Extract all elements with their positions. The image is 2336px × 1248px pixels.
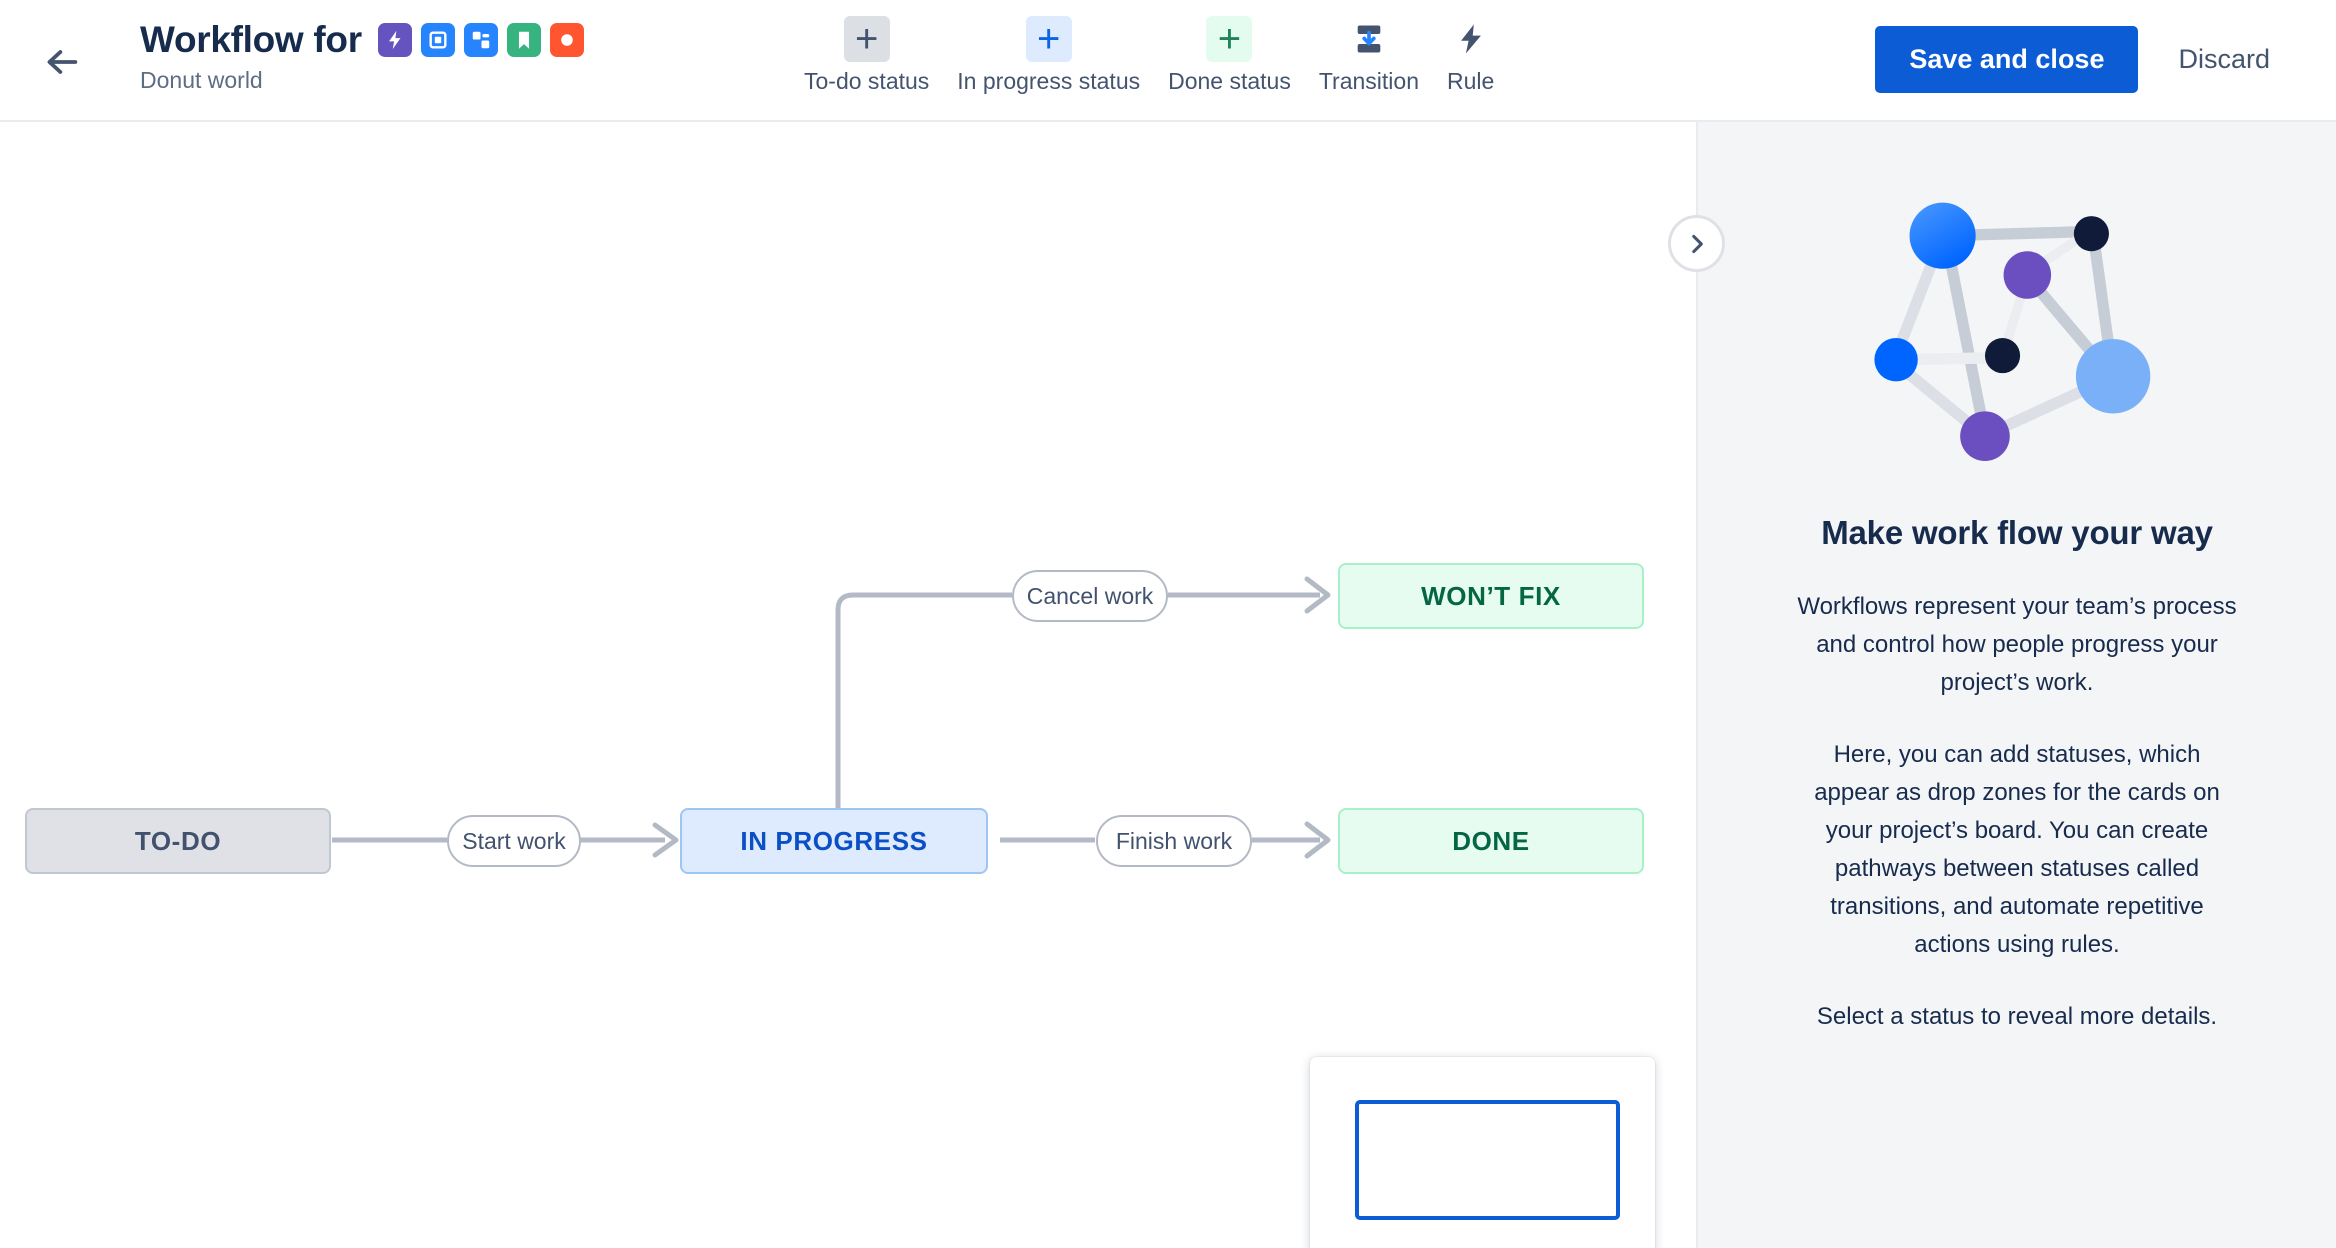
canvas-minimap[interactable] xyxy=(1310,1057,1655,1248)
tool-label: Done status xyxy=(1168,68,1291,94)
lightning-bolt-icon xyxy=(388,30,401,50)
transition-pill-cancel-work[interactable]: Cancel work xyxy=(1012,570,1168,622)
header-actions: Save and close Discard xyxy=(1875,26,2292,93)
tool-label: Transition xyxy=(1318,68,1419,94)
transition-pill-start-work[interactable]: Start work xyxy=(447,815,581,867)
discard-button[interactable]: Discard xyxy=(2156,26,2292,93)
issue-type-badges xyxy=(377,23,584,57)
plus-icon: + xyxy=(1206,16,1253,62)
chevron-right-icon xyxy=(1691,234,1703,253)
tool-rule[interactable]: Rule xyxy=(1433,10,1508,101)
plus-icon: + xyxy=(843,16,890,62)
circle-icon xyxy=(561,34,573,46)
transition-pill-finish-work[interactable]: Finish work xyxy=(1096,815,1252,867)
tool-transition[interactable]: Transition xyxy=(1305,10,1433,101)
panel-paragraph-3: Select a status to reveal more details. xyxy=(1816,1003,2218,1030)
panel-collapse-button[interactable] xyxy=(1668,215,1725,272)
square-outline-icon xyxy=(429,31,447,49)
status-node-done[interactable]: DONE xyxy=(1338,808,1644,874)
back-button[interactable] xyxy=(38,38,86,86)
transition-icon xyxy=(1346,16,1392,62)
panel-paragraph-2: Here, you can add statuses, which appear… xyxy=(1814,741,2220,958)
bug-badge xyxy=(506,23,541,57)
subtask-icon xyxy=(472,31,490,49)
story-badge xyxy=(420,23,455,57)
subtask-badge xyxy=(463,23,498,57)
status-node-wont-fix[interactable]: WON’T FIX xyxy=(1338,563,1644,629)
panel-title: Make work flow your way xyxy=(1821,514,2213,551)
tool-inprogress-status[interactable]: + In progress status xyxy=(943,10,1154,101)
title-block: Workflow for xyxy=(140,18,584,94)
minimap-viewport-rect[interactable] xyxy=(1355,1100,1620,1220)
app-header: Workflow for xyxy=(0,0,2336,122)
tool-todo-status[interactable]: + To-do status xyxy=(790,10,943,101)
bookmark-icon xyxy=(518,31,529,49)
page-title: Workflow for xyxy=(140,19,362,60)
tool-label: To-do status xyxy=(804,68,930,94)
task-badge xyxy=(549,23,584,57)
tool-label: Rule xyxy=(1447,68,1495,94)
tool-done-status[interactable]: + Done status xyxy=(1154,10,1305,101)
workflow-edges xyxy=(332,576,1331,859)
info-side-panel: Make work flow your way Workflows repres… xyxy=(1696,122,2336,1248)
plus-icon: + xyxy=(1025,16,1072,62)
workflow-toolbar: + To-do status + In progress status + Do… xyxy=(790,10,1508,101)
save-and-close-button[interactable]: Save and close xyxy=(1875,26,2139,93)
lightning-bolt-icon xyxy=(1448,16,1494,62)
panel-paragraph-1: Workflows represent your team’s process … xyxy=(1797,593,2237,696)
workflow-network-illustration xyxy=(1874,202,2151,461)
page-subtitle: Donut world xyxy=(140,67,263,93)
status-node-todo[interactable]: TO-DO xyxy=(25,808,331,874)
arrow-left-icon xyxy=(47,50,78,74)
epic-badge xyxy=(377,23,412,57)
status-node-in-progress[interactable]: IN PROGRESS xyxy=(680,808,988,874)
workflow-canvas[interactable]: TO-DO IN PROGRESS WON’T FIX DONE Start w… xyxy=(0,122,1696,1248)
tool-label: In progress status xyxy=(957,68,1141,94)
